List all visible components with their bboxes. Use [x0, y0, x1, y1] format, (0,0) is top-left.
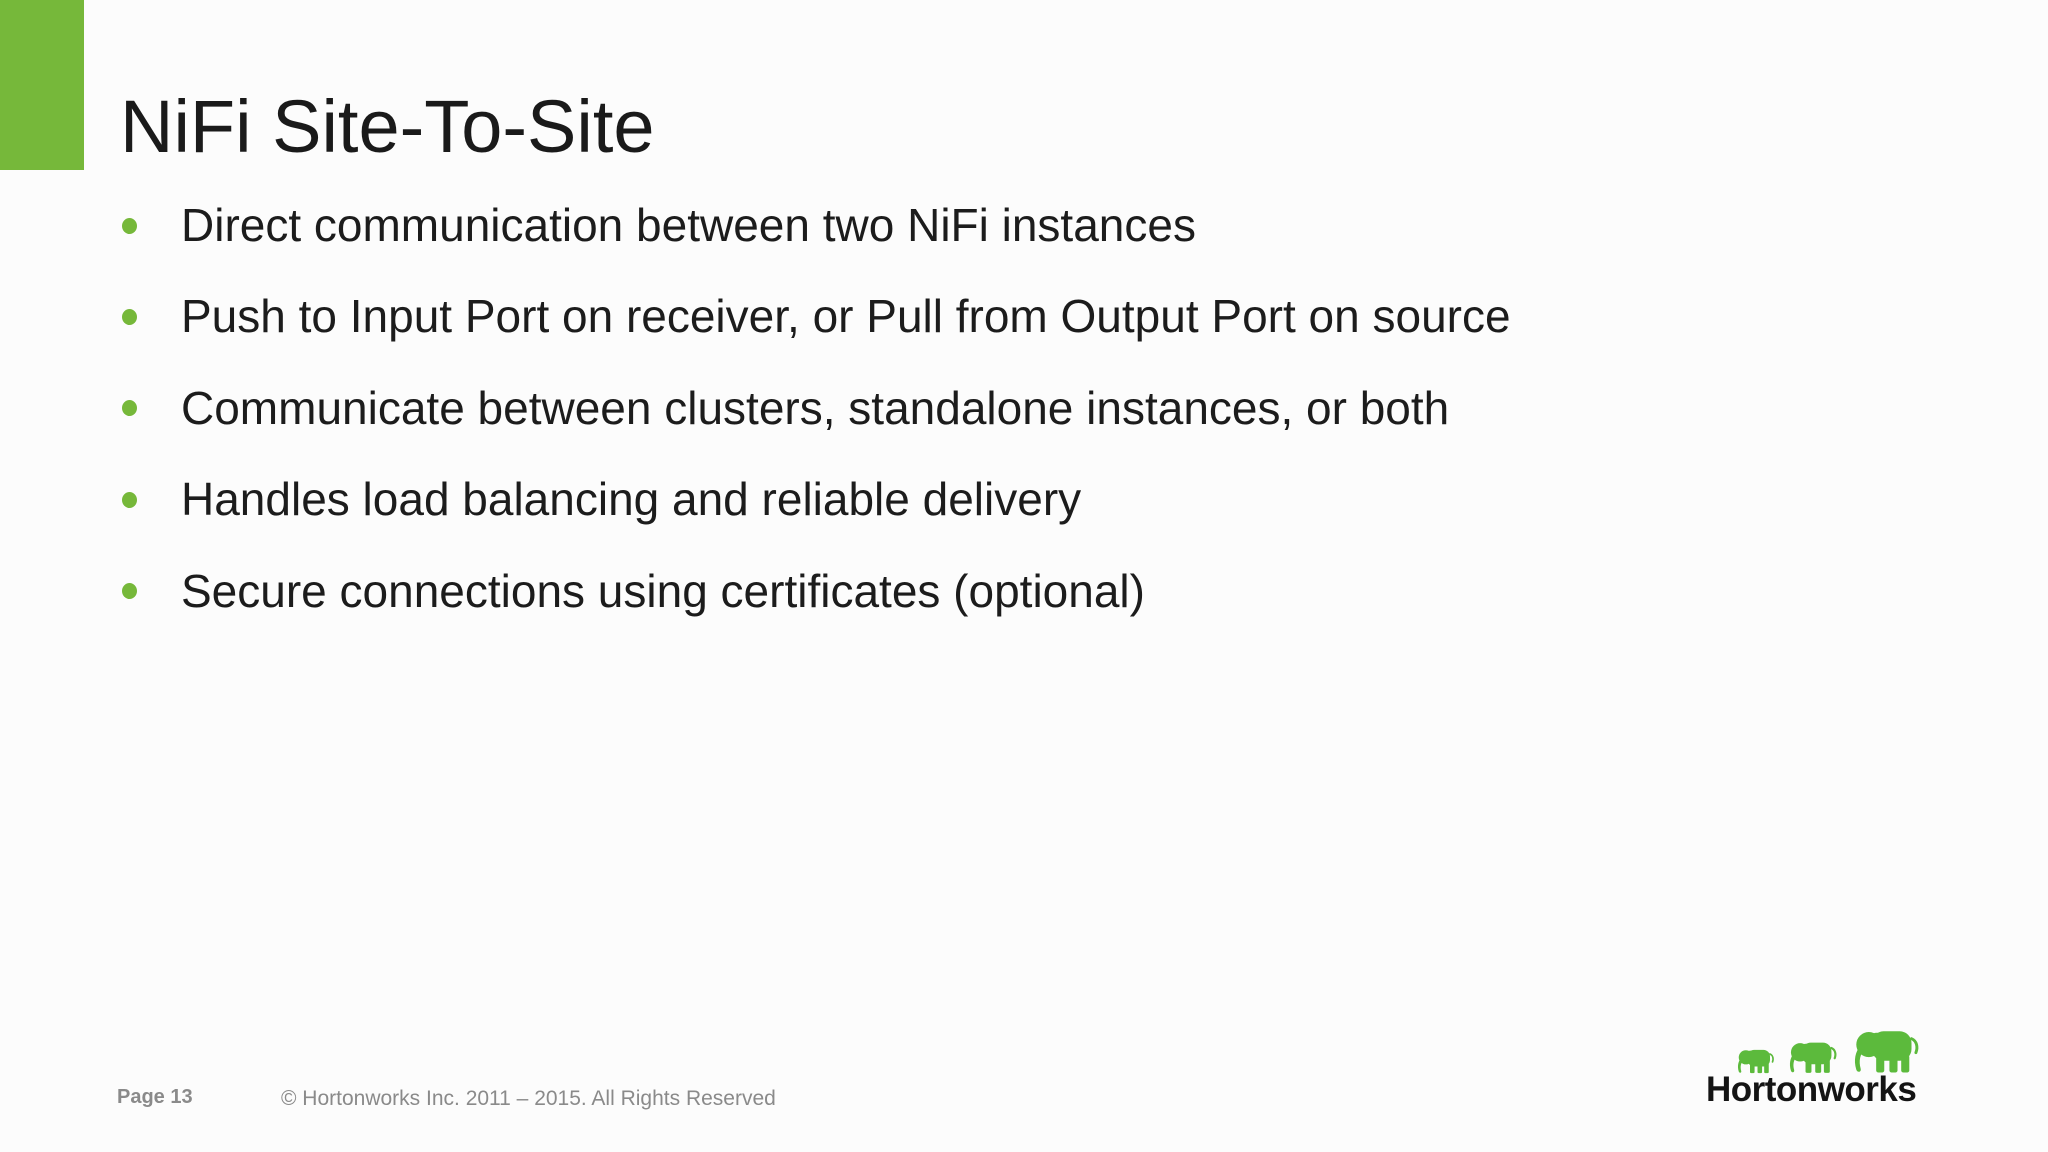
elephant-trio-icon	[1734, 1018, 1946, 1074]
copyright-text: © Hortonworks Inc. 2011 – 2015. All Righ…	[281, 1087, 776, 1110]
bullet-dot-icon	[122, 217, 137, 234]
bullet-text: Handles load balancing and reliable deli…	[181, 473, 1082, 526]
accent-bar	[0, 0, 84, 170]
elephant-icon	[1785, 1035, 1839, 1074]
hortonworks-logo: Hortonworks	[1706, 1018, 1946, 1110]
list-item: Communicate between clusters, standalone…	[122, 363, 1902, 454]
page-title: NiFi Site-To-Site	[120, 84, 655, 168]
bullet-dot-icon	[122, 491, 137, 508]
bullet-text: Direct communication between two NiFi in…	[181, 199, 1196, 251]
bullet-text: Secure connections using certificates (o…	[181, 564, 1145, 617]
elephant-icon	[1848, 1021, 1922, 1074]
bullet-dot-icon	[122, 309, 137, 326]
list-item: Push to Input Port on receiver, or Pull …	[122, 271, 1902, 362]
bullet-dot-icon	[122, 400, 137, 417]
logo-wordmark: Hortonworks	[1706, 1070, 1917, 1109]
list-item: Secure connections using certificates (o…	[122, 546, 1902, 637]
bullet-list: Direct communication between two NiFi in…	[122, 180, 1902, 637]
list-item: Handles load balancing and reliable deli…	[122, 454, 1902, 545]
list-item: Direct communication between two NiFi in…	[122, 180, 1902, 271]
bullet-text: Communicate between clusters, standalone…	[181, 381, 1450, 434]
bullet-dot-icon	[122, 583, 137, 600]
bullet-text: Push to Input Port on receiver, or Pull …	[181, 290, 1511, 343]
page-number-label: Page 13	[117, 1086, 193, 1108]
